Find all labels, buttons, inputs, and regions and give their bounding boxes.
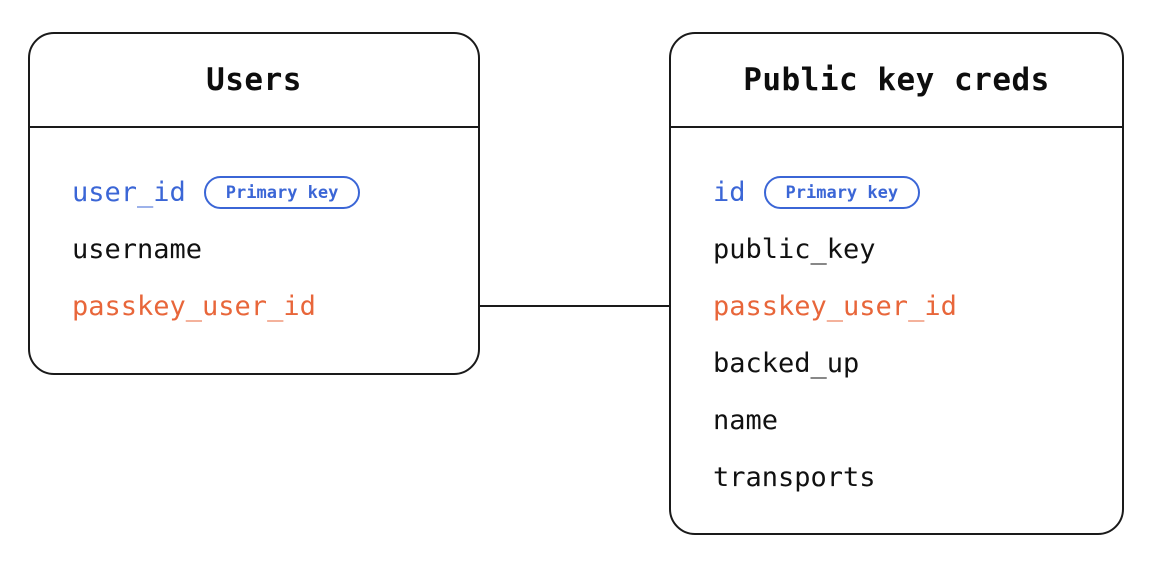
primary-key-badge: Primary key (203, 176, 361, 209)
field-row[interactable]: passkey_user_id (713, 278, 1122, 335)
field-row[interactable]: public_key (713, 221, 1122, 278)
entity-box-public-key-creds[interactable]: Public key creds id Primary key public_k… (669, 32, 1124, 535)
field-row[interactable]: username (72, 221, 478, 278)
field-name-id: id (713, 177, 746, 208)
field-name-transports: transports (713, 462, 876, 493)
field-row[interactable]: backed_up (713, 335, 1122, 392)
primary-key-badge: Primary key (763, 176, 921, 209)
field-list-users: user_id Primary key username passkey_use… (30, 128, 478, 335)
field-row[interactable]: passkey_user_id (72, 278, 478, 335)
field-row[interactable]: transports (713, 449, 1122, 506)
entity-box-users[interactable]: Users user_id Primary key username passk… (28, 32, 480, 375)
relationship-connector-line (479, 305, 670, 307)
field-row[interactable]: id Primary key (713, 164, 1122, 221)
field-name-public-key: public_key (713, 234, 876, 265)
field-row[interactable]: user_id Primary key (72, 164, 478, 221)
field-name-name: name (713, 405, 779, 436)
entity-header-public-key-creds: Public key creds (671, 34, 1122, 128)
field-name-user-id: user_id (72, 177, 186, 208)
entity-title-public-key-creds: Public key creds (743, 62, 1050, 98)
field-row[interactable]: name (713, 392, 1122, 449)
entity-header-users: Users (30, 34, 478, 128)
field-name-passkey-user-id: passkey_user_id (72, 291, 316, 322)
entity-title-users: Users (206, 62, 302, 98)
field-name-passkey-user-id: passkey_user_id (713, 291, 957, 322)
field-list-public-key-creds: id Primary key public_key passkey_user_i… (671, 128, 1122, 506)
field-name-username: username (72, 234, 203, 265)
field-name-backed-up: backed_up (713, 348, 860, 379)
